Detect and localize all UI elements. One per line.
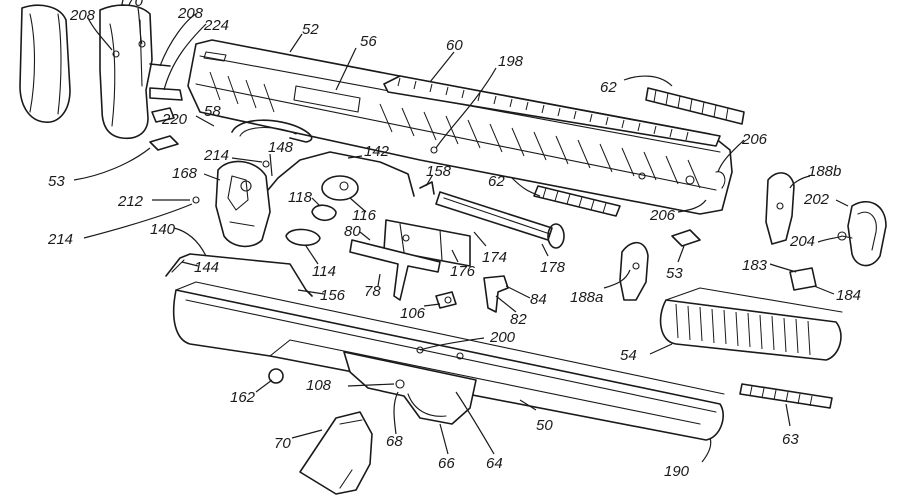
label-204: 204 xyxy=(789,233,815,250)
label-184: 184 xyxy=(836,287,861,304)
label-54: 54 xyxy=(620,347,637,364)
label-162: 162 xyxy=(230,389,256,406)
label-116: 116 xyxy=(352,207,377,224)
ball-162 xyxy=(268,368,284,384)
label-114: 114 xyxy=(312,263,336,280)
label-214-a: 214 xyxy=(203,147,229,164)
label-198: 198 xyxy=(498,53,524,70)
trigger-housing-176 xyxy=(383,219,471,267)
label-148: 148 xyxy=(268,139,294,156)
label-142: 142 xyxy=(364,143,390,160)
rail-62-top xyxy=(645,87,745,125)
stock-body xyxy=(99,4,153,140)
label-206-a: 206 xyxy=(741,131,768,148)
label-63: 63 xyxy=(782,431,799,448)
upper-receiver xyxy=(187,39,733,215)
label-176: 176 xyxy=(450,263,476,280)
label-188b: 188b xyxy=(808,163,841,180)
label-53-a: 53 xyxy=(48,173,65,190)
rail-63-bottom xyxy=(739,383,833,409)
label-52: 52 xyxy=(302,21,319,38)
plate-188b xyxy=(765,172,795,245)
label-202: 202 xyxy=(803,191,830,208)
end-cap-202 xyxy=(837,201,887,267)
label-188a: 188a xyxy=(570,289,603,306)
label-208-a: 208 xyxy=(69,7,96,24)
label-78: 78 xyxy=(364,283,381,300)
label-68: 68 xyxy=(386,433,403,450)
label-56: 56 xyxy=(360,33,377,50)
small-block-220 xyxy=(151,107,175,123)
small-block-53a xyxy=(149,135,179,151)
label-53-b: 53 xyxy=(666,265,683,282)
pistol-grip-70 xyxy=(299,411,373,495)
label-206-b: 206 xyxy=(649,207,676,224)
part-118 xyxy=(311,204,337,222)
label-50: 50 xyxy=(536,417,553,434)
trigger-84 xyxy=(483,275,509,313)
part-106 xyxy=(435,291,457,309)
butt-pad xyxy=(19,4,71,123)
label-212: 212 xyxy=(117,193,144,210)
label-224: 224 xyxy=(203,17,229,34)
leader-lines xyxy=(73,7,849,463)
label-58: 58 xyxy=(204,103,221,120)
stock-rod xyxy=(149,63,183,101)
part-116 xyxy=(321,175,359,201)
small-block-53b xyxy=(671,229,701,247)
label-108: 108 xyxy=(306,377,332,394)
part-114 xyxy=(285,228,321,247)
label-66: 66 xyxy=(438,455,455,472)
callout-labels: 170 208 208 224 52 56 60 198 62 220 58 2… xyxy=(47,0,861,480)
label-174: 174 xyxy=(482,249,507,266)
plate-188a xyxy=(619,241,649,301)
label-62-b: 62 xyxy=(488,173,505,190)
label-220: 220 xyxy=(161,111,188,128)
lower-chassis-50 xyxy=(172,281,725,441)
label-170: 170 xyxy=(118,0,144,10)
spring-58 xyxy=(231,119,313,143)
label-190: 190 xyxy=(664,463,690,480)
hammer-78 xyxy=(349,239,441,301)
label-144: 144 xyxy=(194,259,219,276)
label-60: 60 xyxy=(446,37,463,54)
wire-spring-140 xyxy=(165,253,313,297)
label-70: 70 xyxy=(274,435,291,452)
label-64: 64 xyxy=(486,455,503,472)
label-140: 140 xyxy=(150,221,176,238)
label-178: 178 xyxy=(540,259,566,276)
label-82: 82 xyxy=(510,311,527,328)
label-80: 80 xyxy=(344,223,361,240)
label-106: 106 xyxy=(400,305,426,322)
barrel-assembly-174 xyxy=(435,191,565,249)
end-plate-168 xyxy=(192,160,271,248)
part-158 xyxy=(419,181,435,195)
rail-62-middle xyxy=(533,185,621,217)
label-84: 84 xyxy=(530,291,547,308)
handguard-54 xyxy=(659,287,843,361)
label-214-b: 214 xyxy=(47,231,73,248)
label-208-b: 208 xyxy=(177,5,204,22)
label-118: 118 xyxy=(288,189,313,206)
label-183: 183 xyxy=(742,257,768,274)
wire-spring-142 xyxy=(267,151,415,197)
label-200: 200 xyxy=(489,329,516,346)
label-168: 168 xyxy=(172,165,198,182)
label-156: 156 xyxy=(320,287,346,304)
clip-184 xyxy=(789,267,817,291)
label-158: 158 xyxy=(426,163,452,180)
label-62-a: 62 xyxy=(600,79,617,96)
